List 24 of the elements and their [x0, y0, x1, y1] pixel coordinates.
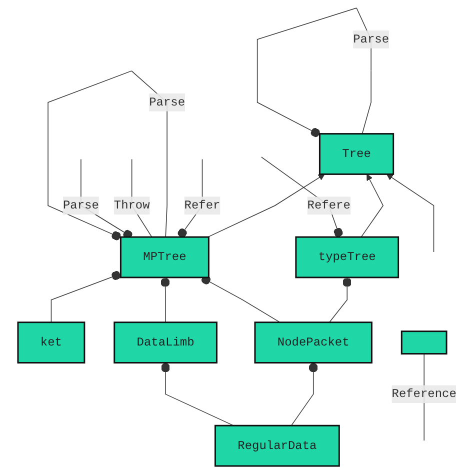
connector: [50, 271, 121, 323]
node-box: NodePacket: [254, 322, 372, 364]
edge-label: Parse: [148, 96, 185, 110]
connector: [290, 362, 318, 426]
arrow: [360, 174, 384, 238]
node-box: MPTree: [120, 236, 210, 278]
edge-label: Throw: [114, 198, 150, 212]
arrow: [207, 174, 325, 238]
node-box: typeTree: [294, 236, 399, 278]
connector: [201, 275, 280, 323]
connector: [160, 362, 234, 426]
edge-label: Refere: [307, 198, 350, 212]
connector: [328, 277, 352, 323]
node-box: DataLimb: [113, 322, 218, 364]
node-box: [400, 330, 448, 355]
edge-label: Parse: [352, 32, 389, 46]
arrow: [386, 174, 434, 252]
node-box: ket: [17, 322, 85, 364]
edge-label: Reference: [392, 387, 456, 401]
node-box: Tree: [318, 133, 394, 175]
node-box: RegularData: [214, 424, 340, 467]
connector: [160, 277, 170, 323]
edge-label: Refer: [184, 198, 220, 212]
edge-label: Parse: [62, 198, 99, 212]
